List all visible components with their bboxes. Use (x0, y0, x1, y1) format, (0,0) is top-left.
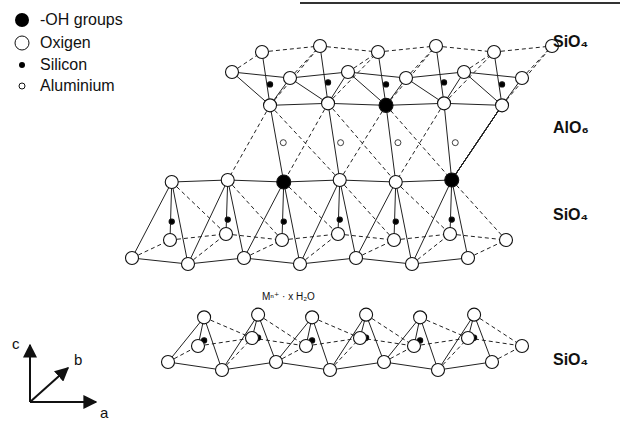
sheet-label: SiO₄ (553, 206, 588, 224)
legend-text: Oxigen (40, 34, 91, 52)
atoms (126, 40, 559, 377)
top-rule (300, 2, 620, 4)
axis-label: a (100, 405, 108, 422)
axis-triad (30, 345, 96, 402)
legend-text: Aluminium (40, 77, 115, 95)
legend-text: -OH groups (40, 11, 123, 29)
bond-lines (132, 46, 552, 370)
sheet-label: AlO₆ (553, 119, 589, 137)
axis-label: c (12, 336, 20, 353)
legend-symbols (15, 13, 29, 89)
legend-text: Silicon (40, 56, 87, 74)
sheet-label: SiO₄ (553, 351, 588, 369)
axis-label: b (74, 352, 82, 369)
sheet-label: SiO₄ (553, 33, 588, 51)
interlayer-label: Mⁿ⁺ · x H₂O (262, 291, 315, 302)
